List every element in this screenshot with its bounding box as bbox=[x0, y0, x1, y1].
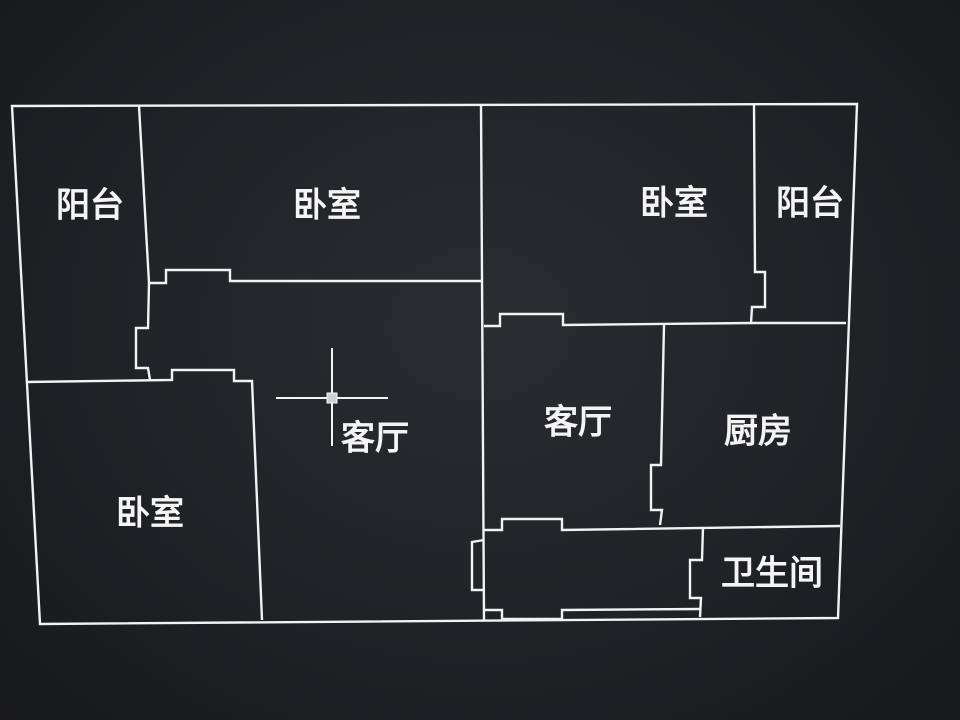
room-label-living-room-left: 客厅 bbox=[341, 419, 409, 459]
wall-center bbox=[479, 104, 486, 621]
room-label-balcony-right: 阳台 bbox=[776, 184, 844, 224]
crosshair-cursor-icon bbox=[276, 348, 388, 446]
room-label-bathroom: 卫生间 bbox=[721, 554, 823, 594]
outer-wall bbox=[10, 102, 859, 626]
room-label-balcony-left: 阳台 bbox=[56, 186, 124, 226]
wall-kitchen-left bbox=[649, 324, 666, 526]
room-label-kitchen: 厨房 bbox=[724, 412, 792, 452]
wall-bottom-bump bbox=[484, 607, 701, 621]
wall-bedroom-bottom-left-top bbox=[25, 368, 264, 621]
room-label-living-room-right: 客厅 bbox=[544, 403, 612, 443]
wall-bedroom-top-right-bottom bbox=[484, 312, 752, 328]
room-label-bedroom-top-right: 卧室 bbox=[640, 184, 708, 224]
wall-jog-bottom-right bbox=[470, 538, 485, 592]
room-label-bedroom-bottom-left: 卧室 bbox=[116, 494, 184, 534]
wall-bathroom-row-top bbox=[484, 517, 841, 532]
wall-jog-left bbox=[134, 282, 152, 381]
wall-bathroom-left bbox=[688, 526, 705, 618]
room-label-bedroom-top-left: 卧室 bbox=[293, 186, 361, 226]
